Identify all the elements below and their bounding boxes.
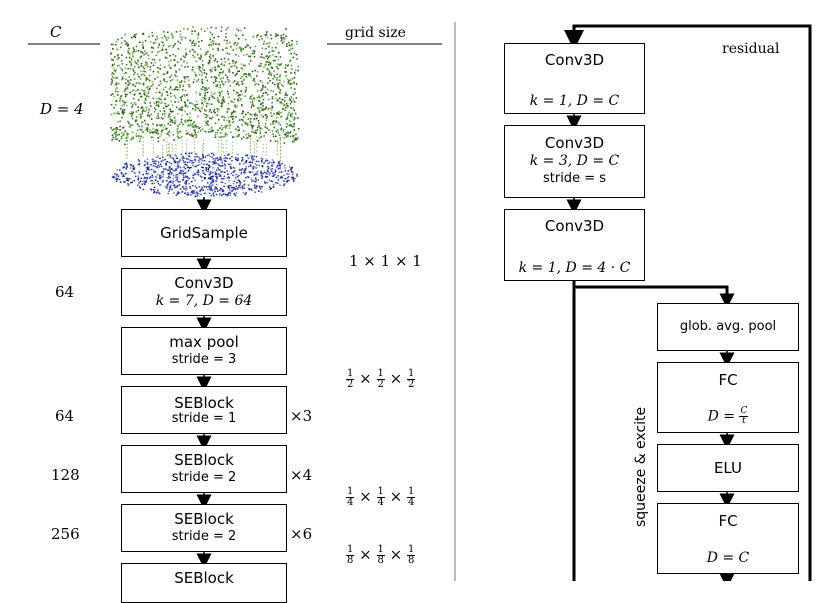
seblock-2-params: stride = 2 (171, 470, 237, 485)
right-flow-lines (564, 24, 812, 581)
residual-label: residual (722, 41, 780, 57)
global-avg-pool-box: glob. avg. pool (657, 303, 799, 351)
channels-conv3d: 64 (55, 283, 75, 301)
conv3d-a-box: Conv3D k = 1, D = C (504, 43, 645, 114)
conv3d-a-params: k = 1, D = C (529, 93, 620, 109)
elu-box: ELU (657, 444, 799, 492)
conv3d-c-label: Conv3D (544, 217, 605, 235)
fc-1-label: FC (718, 371, 738, 389)
grid-size-1: 1 × 1 × 1 (349, 252, 422, 270)
maxpool-label: max pool (169, 333, 239, 351)
squeeze-excite-label: squeeze & excite (633, 406, 649, 527)
fc-2-label: FC (718, 512, 738, 530)
depth-label: D = 4 (40, 100, 84, 118)
conv3d-b-params: k = 3, D = C (529, 153, 620, 169)
maxpool-box: max pool stride = 3 (121, 327, 287, 375)
channels-seblock-3: 256 (51, 525, 80, 543)
conv3d-a-label: Conv3D (544, 51, 605, 69)
diagram-canvas (28, 22, 812, 581)
seblock-4-label: SEBlock (174, 569, 234, 587)
conv3d-stem-box: Conv3D k = 7, D = 64 (121, 268, 287, 316)
grid-size-header: grid size (345, 25, 406, 41)
repeat-x3: ×3 (290, 407, 313, 425)
seblock-2-label: SEBlock (174, 451, 234, 469)
maxpool-params: stride = 3 (171, 352, 237, 367)
seblock-4-box: SEBlock (121, 563, 287, 603)
gridsample-box: GridSample (121, 209, 287, 257)
seblock-1-box: SEBlock stride = 1 (121, 386, 287, 434)
conv3d-c-box: Conv3D k = 1, D = 4 · C (504, 209, 645, 281)
seblock-3-label: SEBlock (174, 510, 234, 528)
point-cloud-illustration (110, 26, 300, 198)
repeat-x4: ×4 (290, 466, 313, 484)
elu-label: ELU (713, 459, 743, 477)
conv3d-stem-params: k = 7, D = 64 (155, 293, 253, 309)
conv3d-b-box: Conv3D k = 3, D = C stride = s (504, 125, 645, 198)
seblock-3-box: SEBlock stride = 2 (121, 504, 287, 552)
conv3d-b-stride: stride = s (542, 171, 606, 186)
fc-2-params: D = C (706, 550, 750, 566)
seblock-1-params: stride = 1 (171, 411, 237, 426)
global-avg-pool-label: glob. avg. pool (679, 319, 777, 334)
seblock-3-params: stride = 2 (171, 529, 237, 544)
seblock-2-box: SEBlock stride = 2 (121, 445, 287, 493)
fc-2-box: FC D = C (657, 503, 799, 574)
c-column-header: C (50, 23, 62, 41)
conv3d-c-params: k = 1, D = 4 · C (518, 260, 631, 276)
gridsample-label: GridSample (160, 224, 248, 242)
channels-seblock-1: 64 (55, 407, 75, 425)
conv3d-stem-label: Conv3D (174, 274, 234, 292)
repeat-x6: ×6 (290, 525, 313, 543)
conv3d-b-label: Conv3D (544, 134, 605, 152)
channels-seblock-2: 128 (51, 466, 80, 484)
seblock-1-label: SEBlock (174, 394, 234, 412)
